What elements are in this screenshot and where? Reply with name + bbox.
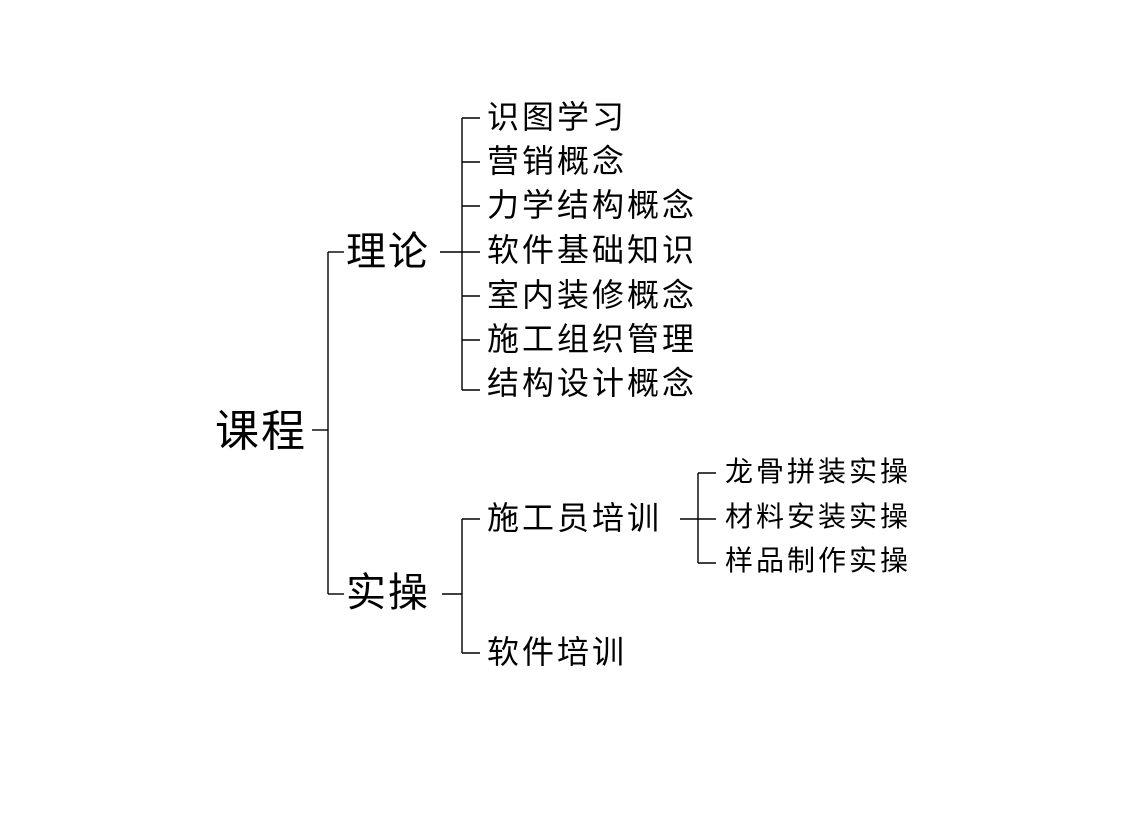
node-builder-item: 材料安装实操 [725, 500, 912, 533]
node-builder-training: 施工员培训 [487, 499, 663, 537]
node-theory-item: 施工组织管理 [487, 320, 698, 358]
node-theory-item: 力学结构概念 [487, 186, 698, 224]
node-theory-item: 室内装修概念 [487, 276, 698, 314]
node-builder-item: 样品制作实操 [725, 544, 912, 577]
node-practice: 实操 [346, 570, 430, 616]
node-theory-item: 结构设计概念 [487, 364, 698, 402]
node-theory-item: 识图学习 [487, 98, 628, 136]
node-theory-item: 软件基础知识 [487, 231, 698, 269]
node-theory-item: 营销概念 [487, 142, 628, 180]
node-theory: 理论 [346, 229, 430, 275]
node-builder-item: 龙骨拼装实操 [725, 455, 912, 488]
node-software-training: 软件培训 [487, 633, 628, 671]
node-root-course: 课程 [215, 406, 307, 457]
